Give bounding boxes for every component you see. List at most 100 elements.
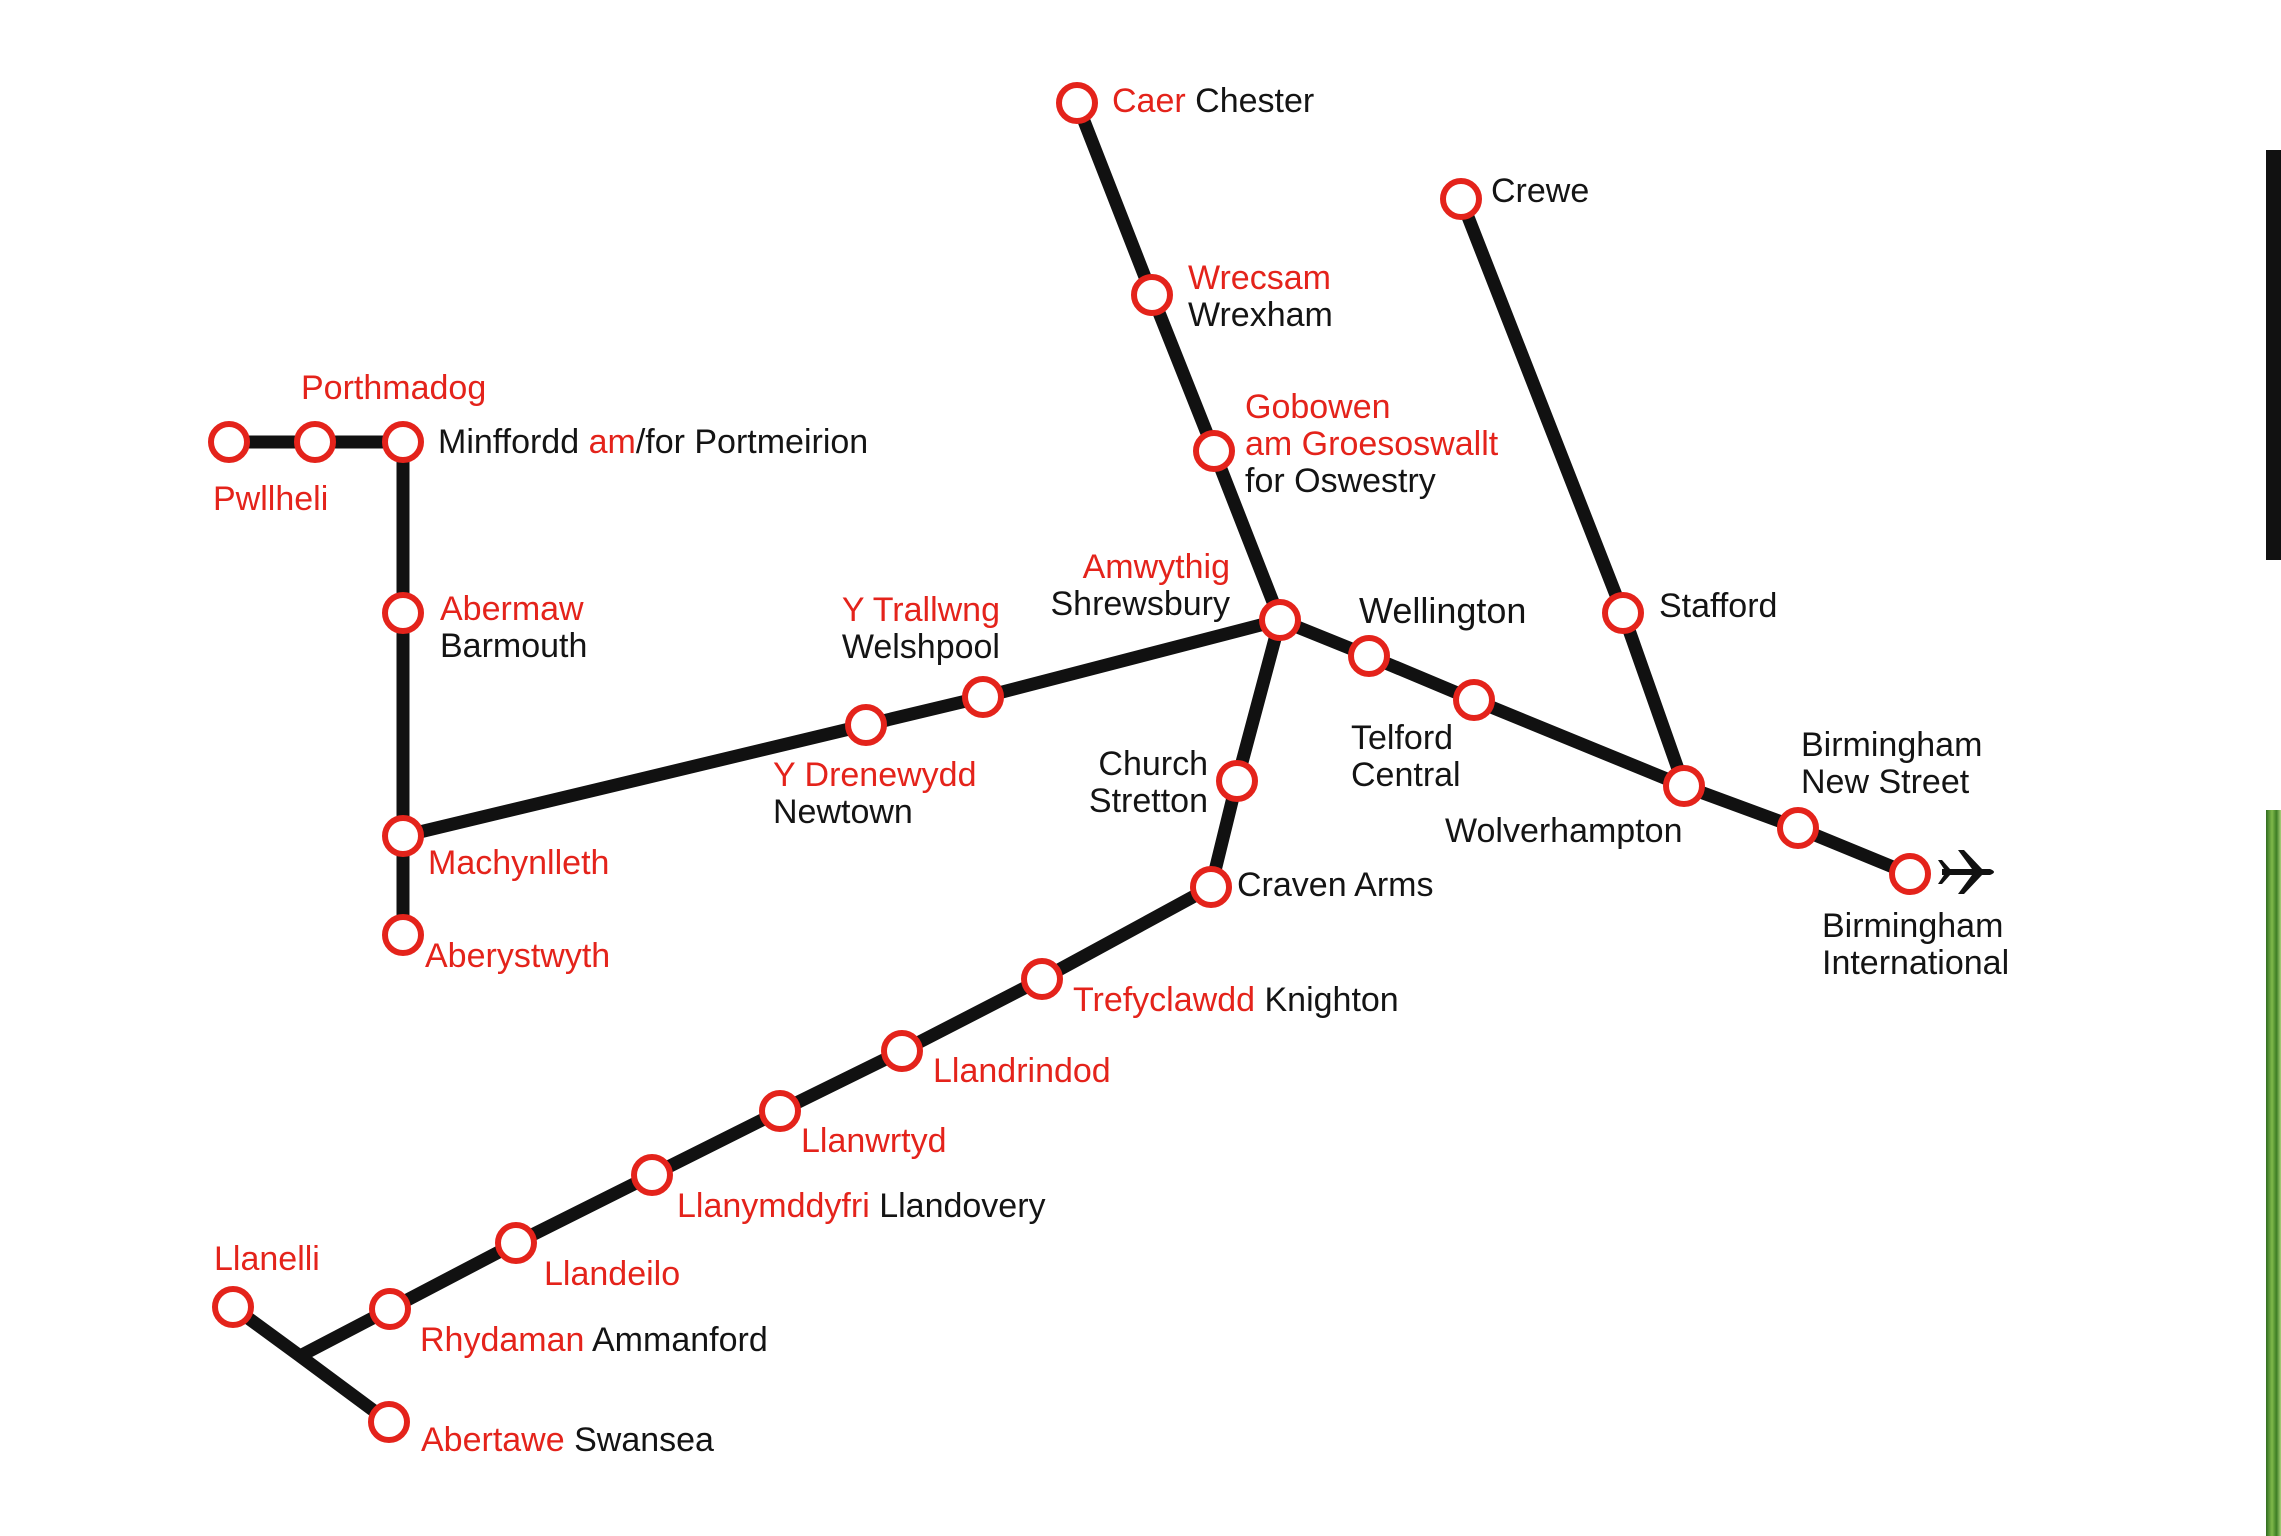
station-marker-knighton[interactable] bbox=[1021, 958, 1063, 1000]
station-marker-wrexham[interactable] bbox=[1131, 274, 1173, 316]
label-porthmadog-welsh: Porthmadog bbox=[301, 369, 487, 407]
station-marker-gobowen[interactable] bbox=[1193, 430, 1235, 472]
label-llandovery-welsh: Llanymddyfri bbox=[677, 1187, 870, 1225]
label-llanwrtyd-welsh: Llanwrtyd bbox=[801, 1122, 947, 1160]
label-newtown: Y Drenewydd Newtown bbox=[773, 757, 977, 831]
label-bham-new-street-english: Birmingham bbox=[1801, 726, 1983, 764]
station-marker-crewe[interactable] bbox=[1440, 178, 1482, 220]
label-aberystwyth: Aberystwyth bbox=[425, 938, 610, 975]
label-wellington: Wellington bbox=[1359, 592, 1526, 629]
label-llandrindod: Llandrindod bbox=[933, 1053, 1111, 1090]
edge-bar-green bbox=[2266, 810, 2281, 1536]
label-church-stretton-english: Church bbox=[1098, 745, 1208, 783]
label-telford-english-line2: Central bbox=[1351, 756, 1461, 794]
label-minffordd-english: Minffordd bbox=[438, 423, 580, 461]
label-wolverhampton: Wolverhampton bbox=[1445, 813, 1683, 850]
label-bham-international-english: Birmingham bbox=[1822, 907, 2004, 945]
station-marker-church-stretton[interactable] bbox=[1216, 760, 1258, 802]
station-marker-llandrindod[interactable] bbox=[881, 1030, 923, 1072]
label-gobowen-english: for Oswestry bbox=[1245, 462, 1436, 500]
line-chester-shrewsbury bbox=[1070, 96, 1287, 627]
label-stafford-english: Stafford bbox=[1659, 587, 1778, 625]
label-stafford: Stafford bbox=[1659, 588, 1777, 625]
station-marker-stafford[interactable] bbox=[1602, 592, 1644, 634]
label-swansea-welsh: Abertawe bbox=[421, 1421, 565, 1459]
label-minffordd-welsh: am bbox=[588, 423, 636, 461]
label-bham-new-street: Birmingham New Street bbox=[1801, 727, 1982, 801]
station-marker-llandovery[interactable] bbox=[631, 1154, 673, 1196]
label-minffordd-english-suffix: /for Portmeirion bbox=[635, 423, 869, 461]
label-shrewsbury-english: Shrewsbury bbox=[1050, 585, 1230, 623]
edge-bar-dark bbox=[2266, 150, 2281, 560]
label-llandeilo-welsh: Llandeilo bbox=[544, 1255, 681, 1293]
label-knighton-welsh: Trefyclawdd bbox=[1073, 981, 1256, 1019]
station-marker-llanelli[interactable] bbox=[212, 1286, 254, 1328]
station-marker-shrewsbury[interactable] bbox=[1259, 599, 1301, 641]
label-ammanford-welsh: Rhydaman bbox=[420, 1321, 585, 1359]
label-ammanford: Rhydaman Ammanford bbox=[420, 1322, 768, 1359]
line-shrewsbury-machynlleth bbox=[396, 613, 1287, 843]
station-marker-minffordd[interactable] bbox=[382, 421, 424, 463]
label-welshpool-english: Welshpool bbox=[841, 628, 1000, 666]
station-marker-porthmadog[interactable] bbox=[294, 421, 336, 463]
label-telford-english: Telford bbox=[1351, 719, 1454, 757]
station-marker-llandeilo[interactable] bbox=[495, 1222, 537, 1264]
label-llanelli-welsh: Llanelli bbox=[214, 1240, 320, 1278]
station-marker-pwllheli[interactable] bbox=[208, 421, 250, 463]
label-llandrindod-welsh: Llandrindod bbox=[933, 1052, 1111, 1090]
label-chester-english: Chester bbox=[1195, 82, 1315, 120]
label-swansea-english: Swansea bbox=[574, 1421, 714, 1459]
label-bham-international-english-line2: International bbox=[1822, 944, 2010, 982]
label-craven-arms: Craven Arms bbox=[1237, 867, 1434, 904]
label-barmouth-welsh: Abermaw bbox=[440, 590, 584, 628]
label-gobowen-welsh-line2: am Groesoswallt bbox=[1245, 425, 1499, 463]
label-newtown-english: Newtown bbox=[773, 793, 913, 831]
label-llandovery: Llanymddyfri Llandovery bbox=[677, 1188, 1046, 1225]
station-marker-bham-new-street[interactable] bbox=[1777, 807, 1819, 849]
label-chester-welsh: Caer bbox=[1112, 82, 1186, 120]
label-wrexham-english: Wrexham bbox=[1188, 296, 1333, 334]
station-marker-wolverhampton[interactable] bbox=[1663, 765, 1705, 807]
station-marker-telford[interactable] bbox=[1453, 679, 1495, 721]
station-marker-craven-arms[interactable] bbox=[1190, 866, 1232, 908]
label-wrexham: Wrecsam Wrexham bbox=[1188, 260, 1333, 334]
label-church-stretton-english-line2: Stretton bbox=[1088, 782, 1208, 820]
label-shrewsbury-welsh: Amwythig bbox=[1082, 548, 1230, 586]
station-marker-bham-international[interactable] bbox=[1889, 853, 1931, 895]
label-aberystwyth-welsh: Aberystwyth bbox=[425, 937, 611, 975]
label-crewe-english: Crewe bbox=[1491, 172, 1590, 210]
label-minffordd: Minffordd am/for Portmeirion bbox=[438, 424, 868, 461]
label-church-stretton: Church Stretton bbox=[1000, 746, 1208, 820]
station-markers bbox=[208, 82, 1931, 1443]
label-knighton-english: Knighton bbox=[1264, 981, 1399, 1019]
station-marker-swansea[interactable] bbox=[368, 1401, 410, 1443]
label-wrexham-welsh: Wrecsam bbox=[1188, 259, 1331, 297]
label-welshpool-welsh: Y Trallwng bbox=[841, 591, 1000, 629]
station-marker-chester[interactable] bbox=[1056, 82, 1098, 124]
label-barmouth-english: Barmouth bbox=[440, 627, 588, 665]
station-marker-machynlleth[interactable] bbox=[382, 815, 424, 857]
label-gobowen: Gobowen am Groesoswallt for Oswestry bbox=[1245, 389, 1498, 500]
station-marker-aberystwyth[interactable] bbox=[382, 914, 424, 956]
station-marker-ammanford[interactable] bbox=[369, 1288, 411, 1330]
label-llandovery-english: Llandovery bbox=[879, 1187, 1046, 1225]
line-shrewsbury-craven-arms bbox=[1204, 613, 1287, 894]
label-machynlleth-welsh: Machynlleth bbox=[428, 844, 610, 882]
label-bham-international: Birmingham International bbox=[1822, 908, 2009, 982]
station-marker-wellington[interactable] bbox=[1348, 635, 1390, 677]
label-gobowen-welsh: Gobowen bbox=[1245, 388, 1391, 426]
station-marker-llanwrtyd[interactable] bbox=[759, 1090, 801, 1132]
station-marker-newtown[interactable] bbox=[845, 704, 887, 746]
label-pwllheli: Pwllheli bbox=[213, 481, 328, 518]
page-edge-strip bbox=[2262, 0, 2281, 1536]
label-pwllheli-welsh: Pwllheli bbox=[213, 480, 329, 518]
station-marker-welshpool[interactable] bbox=[962, 676, 1004, 718]
station-marker-barmouth[interactable] bbox=[382, 592, 424, 634]
label-wellington-english: Wellington bbox=[1359, 590, 1527, 631]
label-newtown-welsh: Y Drenewydd bbox=[773, 756, 977, 794]
label-knighton: Trefyclawdd Knighton bbox=[1073, 982, 1399, 1019]
label-machynlleth: Machynlleth bbox=[428, 845, 609, 882]
label-telford: Telford Central bbox=[1351, 720, 1461, 794]
label-llandeilo: Llandeilo bbox=[544, 1256, 680, 1293]
